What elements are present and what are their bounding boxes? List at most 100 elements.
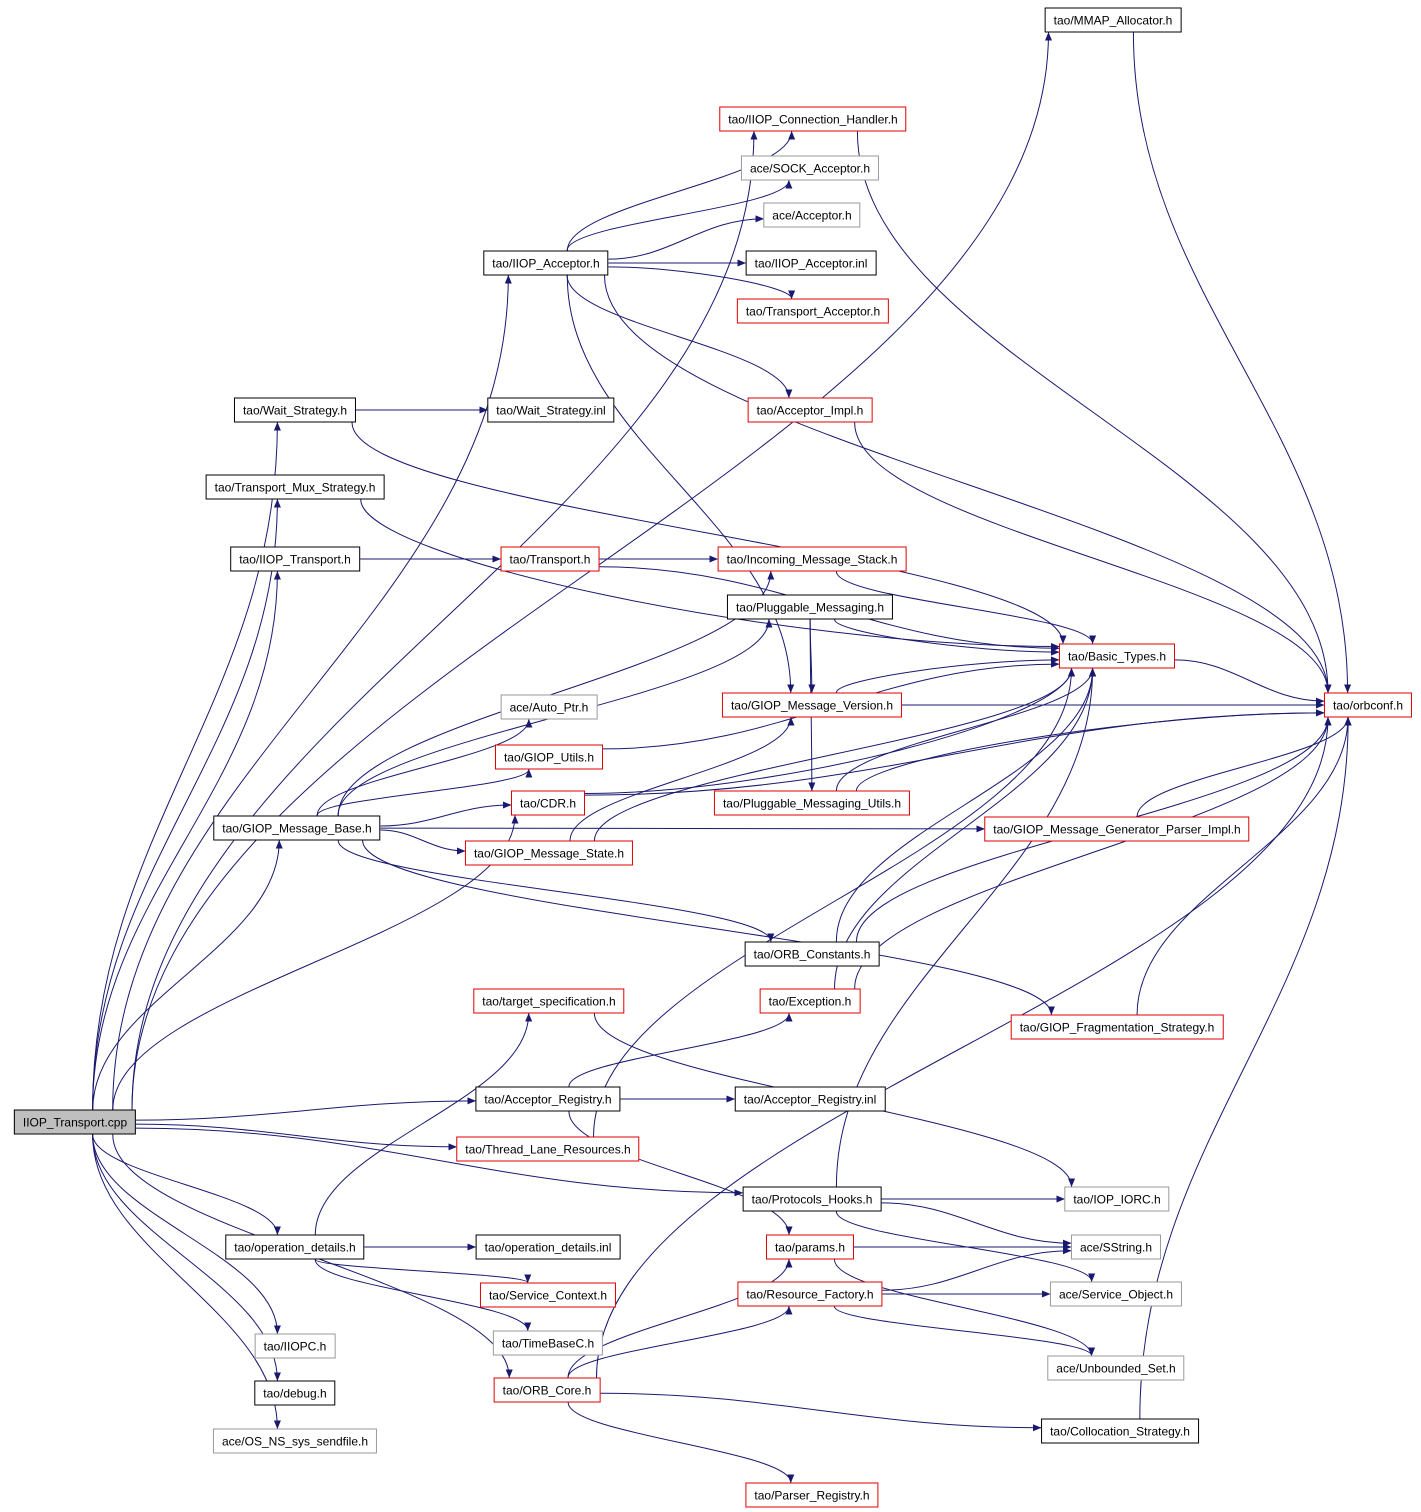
edge-iiop_acceptor-sock_acceptor bbox=[566, 180, 793, 251]
edge-resource_factory-unbounded_set bbox=[833, 1306, 1095, 1356]
edge-main-iiop_conn_handler bbox=[131, 131, 758, 1110]
graph-node-wait_strategy_inl[interactable]: tao/Wait_Strategy.inl bbox=[487, 397, 615, 423]
graph-node-resource_factory[interactable]: tao/Resource_Factory.h bbox=[737, 1281, 883, 1307]
graph-node-service_object[interactable]: ace/Service_Object.h bbox=[1049, 1281, 1183, 1307]
graph-node-pluggable_messaging[interactable]: tao/Pluggable_Messaging.h bbox=[726, 594, 894, 620]
edge-main-cdr bbox=[112, 815, 519, 1110]
edge-acceptor_registry-params bbox=[568, 1111, 793, 1235]
graph-node-giop_gen_parser[interactable]: tao/GIOP_Message_Generator_Parser_Impl.h bbox=[984, 816, 1250, 842]
edge-group bbox=[92, 32, 1352, 1483]
edge-giop_msg_base-cdr bbox=[380, 801, 512, 827]
graph-node-thread_lane[interactable]: tao/Thread_Lane_Resources.h bbox=[456, 1136, 640, 1162]
edge-orb_core-orbconf bbox=[596, 717, 1332, 1378]
graph-node-service_context[interactable]: tao/Service_Context.h bbox=[479, 1282, 617, 1308]
graph-node-cdr[interactable]: tao/CDR.h bbox=[510, 790, 586, 816]
edge-giop_msg_state-basic_types bbox=[593, 668, 1076, 841]
edge-params-unbounded_set bbox=[833, 1259, 1095, 1356]
edge-giop_frag-orbconf bbox=[1136, 717, 1352, 1015]
edge-transport_mux-basic_types bbox=[360, 499, 1060, 650]
graph-node-transport_mux[interactable]: tao/Transport_Mux_Strategy.h bbox=[205, 474, 385, 500]
edge-giop_msg_base-giop_utils bbox=[316, 769, 533, 816]
graph-node-debug[interactable]: tao/debug.h bbox=[254, 1380, 336, 1406]
edge-operation_details-target_spec bbox=[314, 1013, 533, 1235]
graph-node-main[interactable]: IIOP_Transport.cpp bbox=[13, 1109, 137, 1135]
graph-node-transport_h[interactable]: tao/Transport.h bbox=[500, 546, 600, 572]
graph-node-giop_msg_base[interactable]: tao/GIOP_Message_Base.h bbox=[213, 815, 381, 841]
edge-exception-basic_types bbox=[834, 668, 1096, 989]
edge-main-iiop_transport_h bbox=[92, 571, 281, 1110]
edge-giop_msg_base-giop_msg_state bbox=[380, 829, 466, 855]
edge-mmap-orbconf bbox=[1132, 32, 1352, 693]
edge-main-operation_details bbox=[92, 1134, 281, 1235]
edge-pm_utils-basic_types bbox=[835, 668, 1097, 791]
graph-node-iop_iorc[interactable]: tao/IOP_IORC.h bbox=[1064, 1186, 1170, 1212]
edge-giop_msg_base-orb_constants bbox=[337, 840, 775, 942]
graph-node-wait_strategy[interactable]: tao/Wait_Strategy.h bbox=[233, 397, 357, 423]
edge-thread_lane-basic_types bbox=[593, 668, 1075, 1137]
graph-node-orb_constants[interactable]: tao/ORB_Constants.h bbox=[744, 941, 880, 967]
graph-node-sock_acceptor[interactable]: ace/SOCK_Acceptor.h bbox=[740, 155, 880, 181]
edge-wait_strategy-basic_types bbox=[351, 422, 1067, 644]
edge-incoming_msg-basic_types bbox=[835, 571, 1097, 644]
edge-iiop_acceptor-orbconf bbox=[604, 275, 1332, 693]
edge-resource_factory-sstring bbox=[882, 1247, 1072, 1291]
graph-node-pm_utils[interactable]: tao/Pluggable_Messaging_Utils.h bbox=[713, 790, 911, 816]
graph-node-sstring[interactable]: ace/SString.h bbox=[1070, 1234, 1162, 1260]
graph-node-giop_utils[interactable]: tao/GIOP_Utils.h bbox=[494, 744, 604, 770]
graph-node-parser_registry[interactable]: tao/Parser_Registry.h bbox=[745, 1482, 879, 1508]
edge-acceptor_registry-exception bbox=[568, 1013, 793, 1087]
edge-iiop_acceptor-transport_acceptor bbox=[608, 266, 796, 299]
edge-operation_details-service_context bbox=[314, 1259, 532, 1283]
graph-node-iiop_acceptor_inl[interactable]: tao/IIOP_Acceptor.inl bbox=[745, 250, 877, 276]
graph-node-basic_types[interactable]: tao/Basic_Types.h bbox=[1058, 643, 1176, 669]
edge-operation_details-timebasec bbox=[314, 1259, 532, 1331]
edge-giop_msg_base-auto_ptr bbox=[316, 719, 533, 816]
edge-pluggable_messaging-basic_types bbox=[834, 619, 1060, 656]
edge-giop_msg_base-incoming_msg bbox=[337, 571, 775, 816]
edge-iiop_acceptor-acceptor bbox=[608, 215, 764, 260]
graph-node-sendfile[interactable]: ace/OS_NS_sys_sendfile.h bbox=[212, 1428, 378, 1454]
graph-node-giop_frag[interactable]: tao/GIOP_Fragmentation_Strategy.h bbox=[1010, 1014, 1224, 1040]
graph-node-acceptor_registry_inl[interactable]: tao/Acceptor_Registry.inl bbox=[734, 1086, 886, 1112]
graph-node-iiop_conn_handler[interactable]: tao/IIOP_Connection_Handler.h bbox=[719, 106, 907, 132]
edge-giop_gen_parser-orbconf bbox=[1136, 717, 1352, 817]
edge-main-iiopc bbox=[92, 1134, 281, 1334]
edge-giop_msg_version-basic_types bbox=[835, 656, 1060, 693]
graph-node-incoming_msg[interactable]: tao/Incoming_Message_Stack.h bbox=[717, 546, 907, 572]
graph-node-operation_details[interactable]: tao/operation_details.h bbox=[225, 1234, 365, 1260]
graph-node-operation_details_inl[interactable]: tao/operation_details.inl bbox=[475, 1234, 621, 1260]
graph-node-acceptor_impl[interactable]: tao/Acceptor_Impl.h bbox=[747, 397, 873, 423]
graph-node-iiop_transport_h[interactable]: tao/IIOP_Transport.h bbox=[230, 546, 360, 572]
graph-node-giop_msg_state[interactable]: tao/GIOP_Message_State.h bbox=[464, 840, 634, 866]
graph-node-transport_acceptor[interactable]: tao/Transport_Acceptor.h bbox=[736, 298, 890, 324]
graph-node-acceptor_registry[interactable]: tao/Acceptor_Registry.h bbox=[475, 1086, 621, 1112]
graph-node-target_spec[interactable]: tao/target_specification.h bbox=[473, 988, 625, 1014]
edge-basic_types-orbconf bbox=[1174, 659, 1325, 705]
edge-giop_msg_state-giop_msg_version bbox=[569, 717, 795, 841]
edge-orb_core-resource_factory bbox=[567, 1306, 793, 1378]
edge-main-acceptor_registry bbox=[135, 1097, 476, 1121]
graph-node-orbconf[interactable]: tao/orbconf.h bbox=[1323, 692, 1413, 718]
edge-pm_utils-orbconf bbox=[855, 709, 1325, 791]
edge-acceptor_impl-orbconf bbox=[854, 422, 1332, 693]
graph-node-timebasec[interactable]: tao/TimeBaseC.h bbox=[492, 1330, 604, 1356]
graph-node-acceptor[interactable]: ace/Acceptor.h bbox=[763, 202, 861, 228]
edge-main-transport_mux bbox=[92, 499, 281, 1110]
graph-node-iiopc[interactable]: tao/IIOPC.h bbox=[254, 1333, 336, 1359]
graph-node-protocols_hooks[interactable]: tao/Protocols_Hooks.h bbox=[742, 1186, 882, 1212]
edge-orb_core-params bbox=[567, 1259, 793, 1378]
graph-node-exception[interactable]: tao/Exception.h bbox=[759, 988, 861, 1014]
edge-main-giop_msg_base bbox=[92, 840, 283, 1110]
graph-node-params[interactable]: tao/params.h bbox=[765, 1234, 855, 1260]
graph-node-mmap[interactable]: tao/MMAP_Allocator.h bbox=[1044, 7, 1182, 33]
edge-exception-orbconf bbox=[854, 717, 1332, 989]
graph-node-iiop_acceptor[interactable]: tao/IIOP_Acceptor.h bbox=[483, 250, 609, 276]
graph-node-giop_msg_version[interactable]: tao/GIOP_Message_Version.h bbox=[721, 692, 903, 718]
graph-node-collocation[interactable]: tao/Collocation_Strategy.h bbox=[1041, 1418, 1199, 1444]
edge-giop_msg_base-giop_gen_parser bbox=[380, 825, 985, 833]
graph-node-orb_core[interactable]: tao/ORB_Core.h bbox=[493, 1377, 601, 1403]
graph-node-unbounded_set[interactable]: ace/Unbounded_Set.h bbox=[1047, 1355, 1185, 1381]
edge-orb_core-collocation bbox=[600, 1392, 1042, 1432]
graph-node-auto_ptr[interactable]: ace/Auto_Ptr.h bbox=[500, 694, 598, 720]
